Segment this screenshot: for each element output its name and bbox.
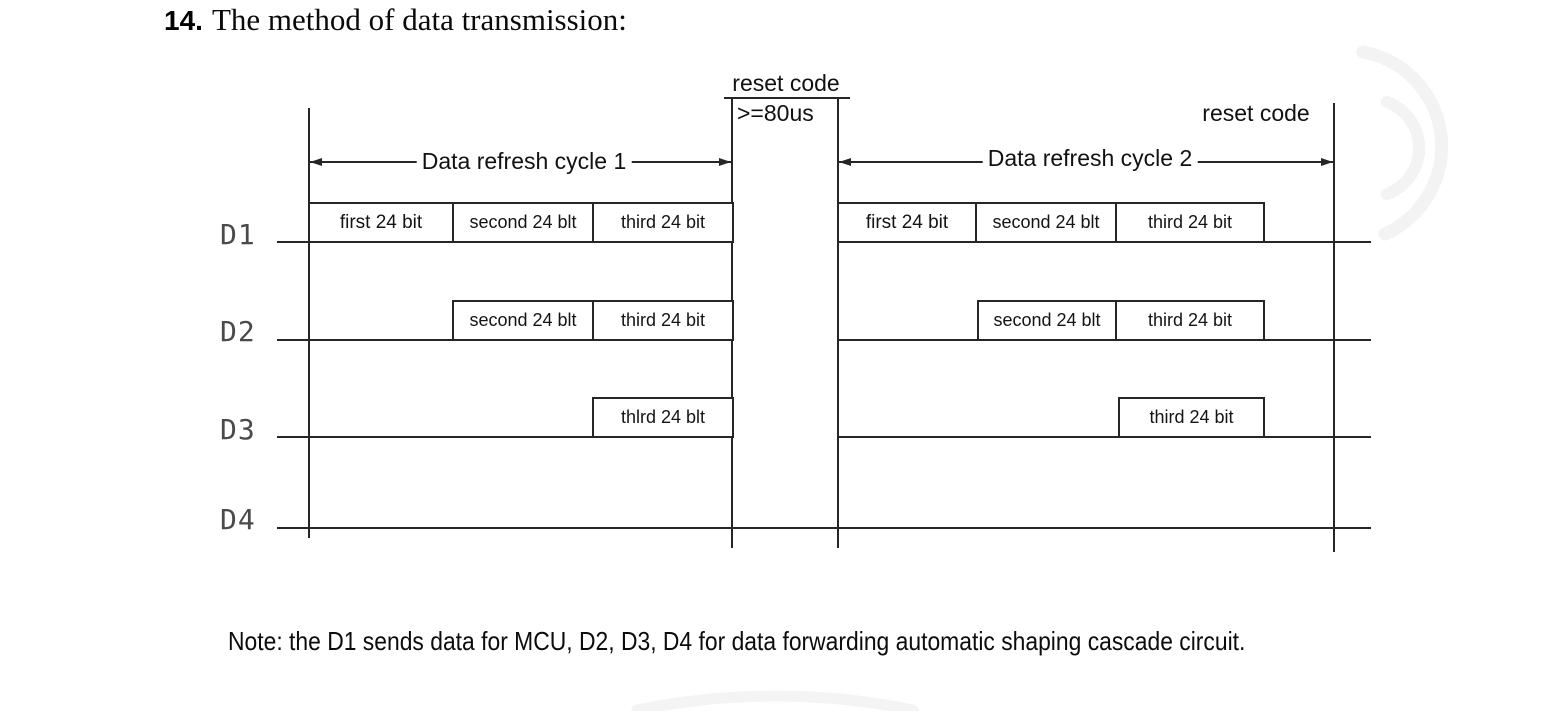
cycle2-arrowhead-left	[839, 158, 851, 166]
cycle2-label: Data refresh cycle 2	[982, 145, 1198, 172]
d1-cycle2-box-third: third 24 bit	[1115, 202, 1265, 243]
d1-cycle2-box-second: second 24 blt	[975, 202, 1117, 243]
d3-baseline-right	[837, 436, 1371, 438]
channel-label-d3: D3	[220, 413, 256, 446]
d1-cycle1-box-third: third 24 bit	[592, 202, 734, 243]
cycle1-arrowhead-right	[719, 158, 731, 166]
reset-code-underline	[724, 97, 850, 99]
d3-cycle1-box-third: thlrd 24 blt	[592, 397, 734, 438]
section-number: 14.	[164, 5, 203, 36]
page-title: 14. The method of data transmission:	[164, 2, 627, 38]
d3-baseline-left	[277, 436, 733, 438]
d2-cycle1-box-third: third 24 bit	[592, 300, 734, 341]
watermark-arc-top-right	[1356, 45, 1449, 241]
reset-code-right-label: reset code	[1202, 100, 1310, 126]
section-title-text: The method of data transmission:	[211, 2, 627, 37]
channel-label-d2: D2	[220, 315, 256, 348]
d1-cycle1-box-second: second 24 blt	[452, 202, 594, 243]
watermark-arc-bottom	[631, 690, 919, 711]
d1-cycle2-box-first: first 24 bit	[837, 202, 977, 243]
d2-cycle1-box-second: second 24 blt	[452, 300, 594, 341]
d1-cycle1-box-first: first 24 bit	[308, 202, 454, 243]
reset-code-top-label: reset code	[732, 70, 840, 96]
cycle1-arrowhead-left	[310, 158, 322, 166]
d4-baseline	[277, 527, 1371, 529]
d3-cycle2-box-third: third 24 bit	[1118, 397, 1265, 438]
d2-cycle2-box-second: second 24 blt	[977, 300, 1117, 341]
d2-cycle2-box-third: third 24 bit	[1115, 300, 1265, 341]
reset-column-right-line	[837, 97, 839, 548]
cycle2-arrowhead-right	[1321, 158, 1333, 166]
reset-duration-label: >=80us	[737, 100, 814, 126]
note-text: Note: the D1 sends data for MCU, D2, D3,…	[228, 626, 1246, 656]
channel-label-d4: D4	[220, 503, 256, 536]
right-boundary-line	[1333, 103, 1335, 552]
cycle1-label: Data refresh cycle 1	[416, 148, 632, 175]
left-boundary-line	[308, 108, 310, 538]
channel-label-d1: D1	[220, 218, 256, 251]
